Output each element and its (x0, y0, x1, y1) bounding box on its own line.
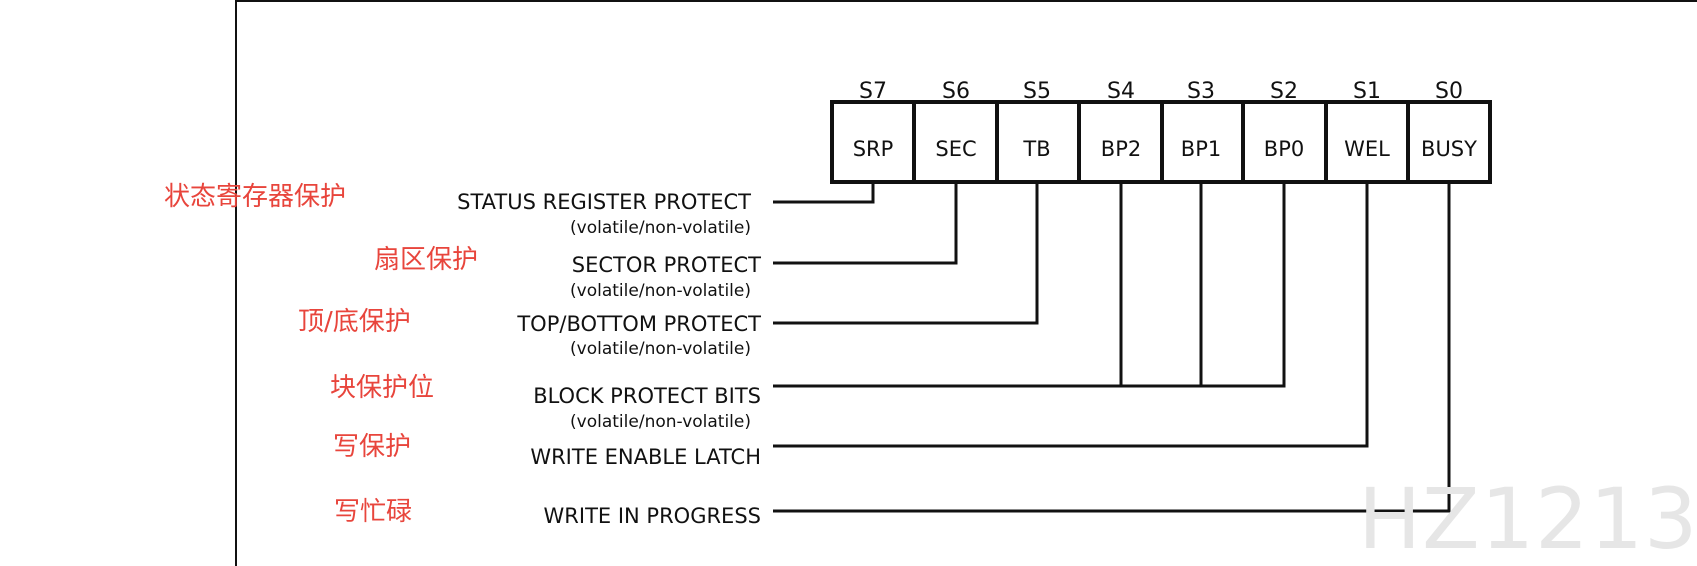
bit-name-tb: TB (1022, 137, 1050, 161)
connector-wires (773, 184, 1451, 513)
cn-write-enable-latch: 写保护 (333, 432, 411, 462)
label-top-bottom-protect: TOP/BOTTOM PROTECT (516, 312, 761, 336)
cn-write-in-progress: 写忙碌 (334, 497, 412, 527)
bit-num-s5: S5 (1023, 79, 1051, 104)
watermark-text: HZ12138 (1358, 470, 1697, 566)
label-write-enable-latch: WRITE ENABLE LATCH (530, 445, 761, 469)
bit-name-busy: BUSY (1421, 137, 1477, 161)
bit-num-s0: S0 (1435, 79, 1463, 104)
label-sec-volatility: (volatile/non-volatile) (570, 281, 751, 301)
label-srp-volatility: (volatile/non-volatile) (570, 218, 751, 238)
label-status-register-protect: STATUS REGISTER PROTECT (457, 190, 751, 214)
label-write-in-progress: WRITE IN PROGRESS (544, 504, 761, 528)
wire-srp (773, 184, 875, 204)
label-sector-protect: SECTOR PROTECT (572, 253, 761, 277)
wire-tb (773, 184, 1039, 325)
cn-status-register-protect: 状态寄存器保护 (164, 182, 346, 212)
wire-wel (773, 184, 1369, 448)
label-block-protect-bits: BLOCK PROTECT BITS (533, 384, 761, 408)
cn-block-protect-bits: 块保护位 (330, 373, 434, 403)
bit-num-s4: S4 (1107, 79, 1135, 104)
bit-names: SRP SEC TB BP2 BP1 BP0 WEL BUSY (853, 137, 1477, 161)
bit-name-bp1: BP1 (1181, 137, 1221, 161)
label-bp-volatility: (volatile/non-volatile) (570, 412, 751, 432)
bit-numbers: S7 S6 S5 S4 S3 S2 S1 S0 (859, 79, 1463, 104)
wire-bp0 (773, 184, 1286, 388)
register-cell-dividers (912, 102, 1410, 182)
wire-busy (773, 184, 1451, 513)
wire-sec (773, 184, 958, 265)
label-tb-volatility: (volatile/non-volatile) (570, 339, 751, 359)
bit-name-wel: WEL (1344, 137, 1390, 161)
bit-num-s2: S2 (1270, 79, 1298, 104)
bit-num-s3: S3 (1187, 79, 1215, 104)
bit-name-bp2: BP2 (1101, 137, 1141, 161)
bit-num-s1: S1 (1353, 79, 1381, 104)
bit-name-srp: SRP (853, 137, 894, 161)
bit-name-bp0: BP0 (1264, 137, 1304, 161)
chinese-annotations: 状态寄存器保护 扇区保护 顶/底保护 块保护位 写保护 写忙碌 (164, 182, 478, 527)
english-labels: STATUS REGISTER PROTECT (volatile/non-vo… (457, 190, 761, 528)
bit-num-s7: S7 (859, 79, 887, 104)
bit-name-sec: SEC (935, 137, 976, 161)
cn-top-bottom-protect: 顶/底保护 (298, 307, 411, 337)
cn-sector-protect: 扇区保护 (374, 245, 478, 275)
bit-num-s6: S6 (942, 79, 970, 104)
